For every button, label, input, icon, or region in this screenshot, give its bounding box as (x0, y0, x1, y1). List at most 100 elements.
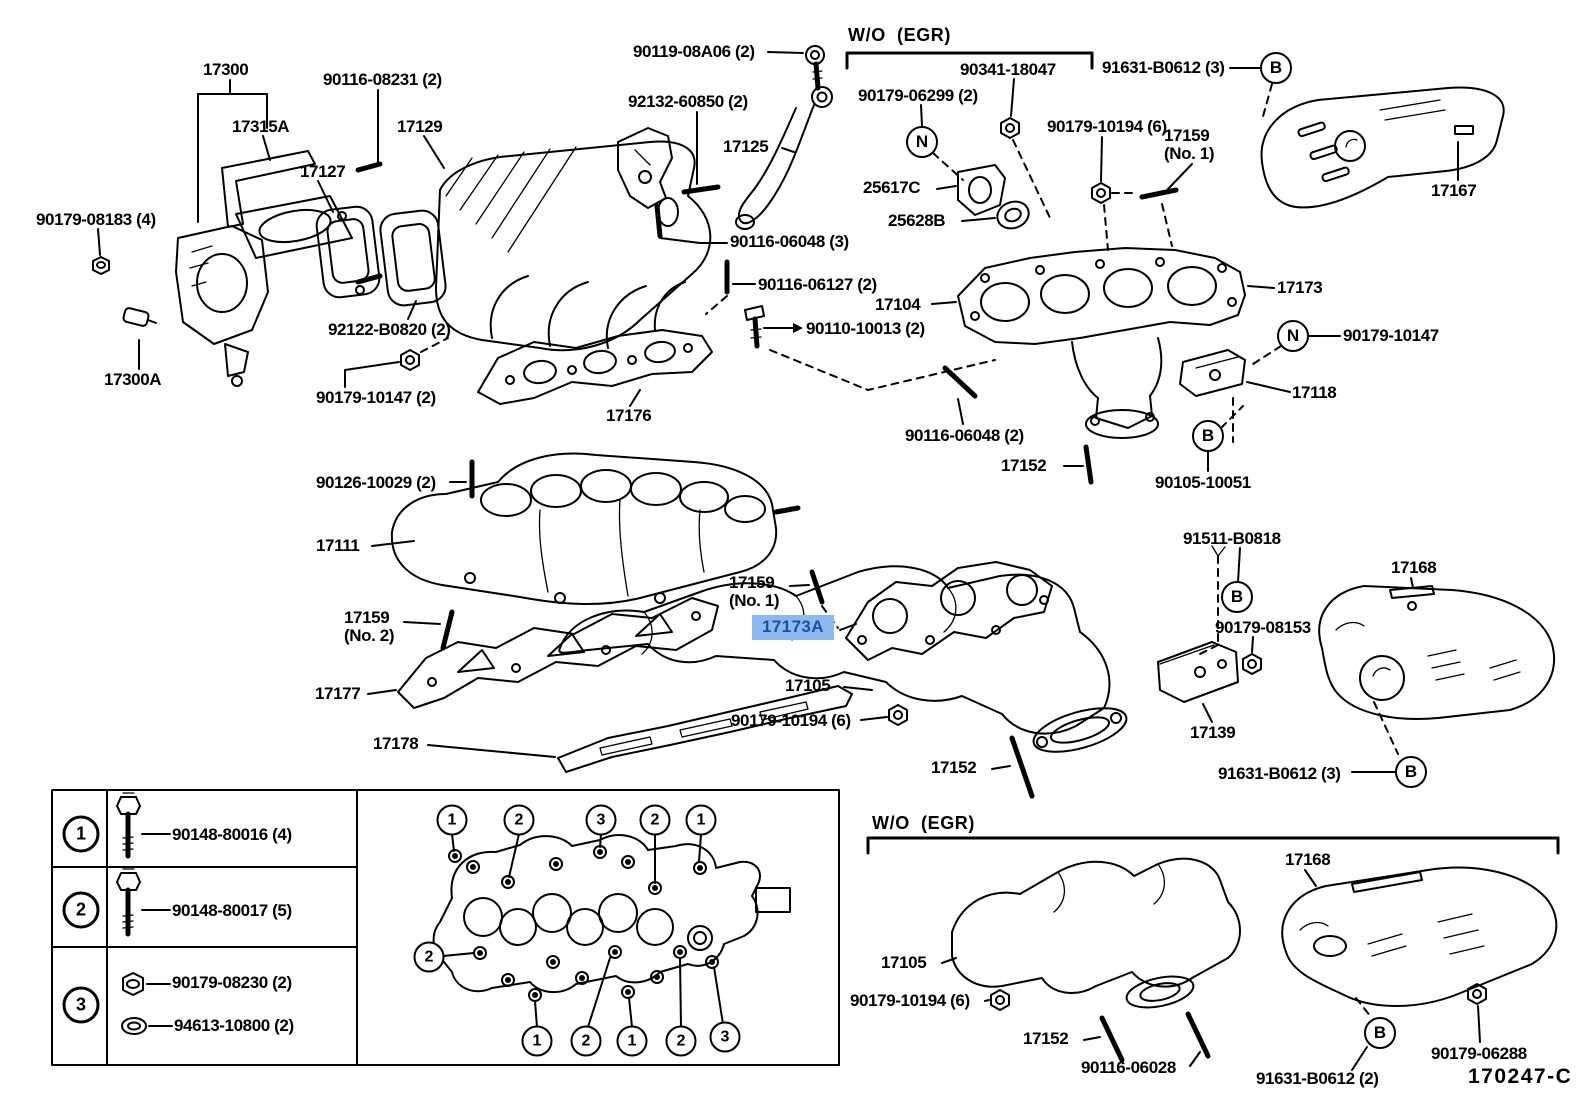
part-label-90105-10051[interactable]: 90105-10051 (1155, 473, 1251, 492)
egr-flange-drawing (617, 127, 673, 209)
part-label-17111[interactable]: 17111 (316, 536, 360, 555)
part-label-90179-10194-6-mid[interactable]: 90179-10194 (6) (731, 711, 851, 730)
part-label-90116-06127[interactable]: 90116-06127 (2) (758, 275, 877, 294)
part-label-17105-bottom[interactable]: 17105 (881, 953, 927, 972)
torque-diagram-gasket-drawing (432, 833, 791, 1028)
part-label-17159-no1-mid[interactable]: 17159 (No. 1) (729, 573, 780, 610)
part-label-90148-80017[interactable]: 90148-80017 (5) (172, 901, 292, 920)
part-label-17168-bottom[interactable]: 17168 (1285, 850, 1331, 869)
part-label-17127[interactable]: 17127 (300, 162, 346, 181)
part-label-17173[interactable]: 17173 (1277, 278, 1323, 297)
part-label-90116-06048-3[interactable]: 90116-06048 (3) (730, 232, 849, 251)
part-label-90179-10194-6-top[interactable]: 90179-10194 (6) (1047, 117, 1167, 136)
gasket-17177-drawing (367, 597, 719, 709)
part-label-90179-10147-2[interactable]: 90179-10147 (2) (316, 388, 436, 407)
part-label-90179-08153[interactable]: 90179-08153 (1215, 618, 1311, 637)
gasket-92122-B0820-drawing (379, 209, 447, 320)
part-label-17152-bot[interactable]: 17152 (1023, 1029, 1069, 1048)
part-label-92132-60850[interactable]: 92132-60850 (2) (628, 92, 748, 111)
stud-90126-10029-drawing (449, 459, 475, 499)
part-label-17173A[interactable]: 17173A (752, 615, 834, 640)
part-label-17300[interactable]: 17300 (203, 60, 249, 79)
torque-number-3-circle: 3 (709, 1021, 741, 1053)
legend-number-3-circle: 3 (62, 986, 100, 1024)
part-label-90179-10194-6-bot[interactable]: 90179-10194 (6) (850, 991, 970, 1010)
screw-17300A-drawing (122, 307, 157, 370)
part-label-17159-no1-top[interactable]: 17159 (No. 1) (1164, 126, 1215, 163)
airbox-17300-drawing (175, 225, 269, 387)
callout-N-circle: N (1277, 320, 1309, 352)
plenum-17129-drawing (423, 135, 712, 352)
legend-nut-icon (122, 972, 171, 996)
leader-N-right (1249, 335, 1341, 367)
gasket-17173A-drawing (839, 561, 1053, 661)
part-label-90116-06048-2[interactable]: 90116-06048 (2) (905, 426, 1024, 445)
part-label-90148-80016[interactable]: 90148-80016 (4) (172, 825, 292, 844)
part-label-17152-low[interactable]: 17152 (931, 758, 977, 777)
part-label-25617C[interactable]: 25617C (863, 178, 921, 197)
callout-N-circle: N (906, 126, 938, 158)
stud-92132-60850-drawing (681, 111, 721, 195)
part-label-90116-06028[interactable]: 90116-06028 (1081, 1058, 1176, 1077)
part-label-17168-upper[interactable]: 17168 (1391, 558, 1437, 577)
part-label-91631-B0612-2[interactable]: 91631-B0612 (2) (1256, 1069, 1379, 1088)
part-label-90179-08230[interactable]: 90179-08230 (2) (172, 973, 292, 992)
part-label-17105-mid[interactable]: 17105 (785, 676, 831, 695)
part-label-92122-B0820[interactable]: 92122-B0820 (2) (328, 320, 451, 339)
part-label-90126-10029[interactable]: 90126-10029 (2) (316, 473, 436, 492)
part-label-17177[interactable]: 17177 (315, 684, 361, 703)
nut-90179-10147-2-drawing (344, 337, 449, 388)
part-label-90179-10147-r[interactable]: 90179-10147 (1343, 326, 1439, 345)
part-label-90341-18047[interactable]: 90341-18047 (960, 60, 1056, 79)
part-label-90116-08231[interactable]: 90116-08231 (2) (323, 70, 442, 89)
nut-90179-08183-drawing (92, 228, 110, 275)
torque-number-2-circle: 2 (639, 804, 671, 836)
torque-number-3-circle: 3 (585, 804, 617, 836)
part-label-25628B[interactable]: 25628B (888, 211, 946, 230)
leader-N-top (920, 104, 964, 181)
callout-B-circle: B (1260, 52, 1292, 84)
part-label-17104[interactable]: 17104 (875, 295, 921, 314)
part-label-91631-B0612-3-bot[interactable]: 91631-B0612 (3) (1218, 764, 1341, 783)
leader-17300 (197, 79, 268, 223)
part-label-17176[interactable]: 17176 (606, 406, 652, 425)
part-label-90119-08A06[interactable]: 90119-08A06 (2) (633, 42, 755, 61)
callout-B-circle: B (1364, 1017, 1396, 1049)
part-label-17125[interactable]: 17125 (723, 137, 769, 156)
part-label-91511-B0818[interactable]: 91511-B0818 (1183, 529, 1281, 548)
stud-17152-bottom-drawing (1083, 1015, 1125, 1063)
legend-bolt-icon-1 (116, 792, 171, 859)
torque-number-1-circle: 1 (685, 804, 717, 836)
bolt-90110-10013-drawing (744, 305, 996, 391)
part-label-90179-08183[interactable]: 90179-08183 (4) (36, 210, 156, 229)
part-label-17167[interactable]: 17167 (1431, 181, 1477, 200)
part-label-17159-no2[interactable]: 17159 (No. 2) (344, 608, 395, 645)
wo-egr-top-bracket (845, 51, 1094, 70)
part-label-90179-06288[interactable]: 90179-06288 (1431, 1044, 1527, 1063)
part-label-17315A[interactable]: 17315A (232, 117, 290, 136)
part-label-17129[interactable]: 17129 (397, 117, 443, 136)
part-label-90110-10013[interactable]: 90110-10013 (2) (806, 319, 925, 338)
stud-17159-no2-drawing (403, 609, 455, 651)
part-label-17152-mid[interactable]: 17152 (1001, 456, 1047, 475)
part-label-17118[interactable]: 17118 (1292, 383, 1337, 402)
stud-90116-06048-3-drawing (654, 203, 728, 244)
part-label-90179-06299[interactable]: 90179-06299 (2) (858, 86, 978, 105)
exhaust-manifold-17104-drawing (931, 247, 1275, 439)
leader-B-91511 (1195, 545, 1241, 657)
legend-bolt-icon-2 (116, 868, 171, 937)
part-label-17139[interactable]: 17139 (1190, 723, 1236, 742)
part-label-17300A[interactable]: 17300A (104, 370, 162, 389)
gasket-17127-drawing (315, 180, 381, 299)
intake-manifold-17111-drawing (371, 452, 801, 606)
part-label-91631-B0612-3-top[interactable]: 91631-B0612 (3) (1102, 58, 1225, 77)
part-label-17178[interactable]: 17178 (373, 734, 419, 753)
part-label-94613-10800[interactable]: 94613-10800 (2) (174, 1016, 294, 1035)
legend-washer-icon (121, 1017, 173, 1035)
nut-90179-10194-top-drawing (1091, 136, 1137, 251)
stud-90116-06028-drawing (1185, 1011, 1211, 1067)
gasket-17178-drawing (427, 685, 853, 773)
legend-number-1-circle: 1 (62, 815, 100, 853)
stud-90116-06127-drawing (705, 259, 756, 315)
